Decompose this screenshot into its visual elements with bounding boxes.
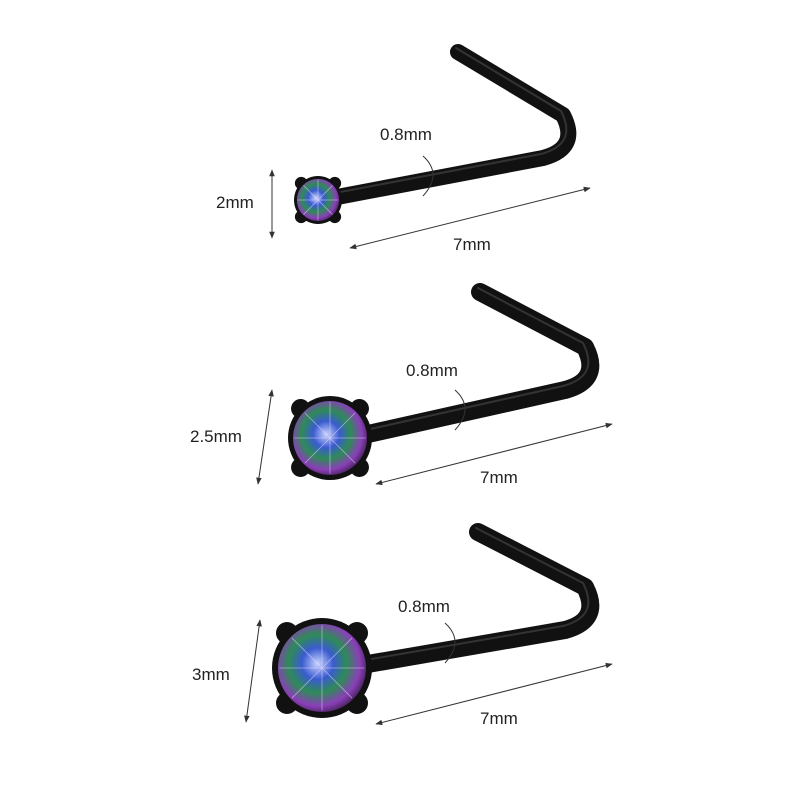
nose-stud-3: 0.8mm 3mm 7mm	[192, 523, 613, 728]
length-label: 7mm	[453, 235, 491, 254]
nose-stud-1: 0.8mm 2mm 7mm	[216, 44, 591, 254]
gauge-label: 0.8mm	[380, 125, 432, 144]
gem-facet	[321, 667, 353, 699]
gem-facet	[303, 185, 319, 201]
length-label: 7mm	[480, 468, 518, 487]
gem-facet	[291, 667, 323, 699]
gem-facet	[329, 437, 356, 464]
post-highlight	[359, 527, 590, 662]
gem-facet	[329, 412, 356, 439]
gauge-label: 0.8mm	[398, 597, 450, 616]
length-arrow	[375, 662, 613, 726]
gem-facet	[304, 437, 331, 464]
gem-facet	[291, 637, 323, 669]
gem-facet	[321, 637, 353, 669]
gauge-label: 0.8mm	[406, 361, 458, 380]
gauge-indicator	[444, 622, 456, 664]
l-shaped-post	[354, 283, 600, 444]
gem-size-arrow	[244, 619, 262, 723]
gem-size-label: 2.5mm	[190, 427, 242, 446]
post-highlight	[334, 47, 568, 194]
gem-size-label: 2mm	[216, 193, 254, 212]
l-shaped-post	[329, 44, 577, 205]
post-highlight	[360, 287, 590, 432]
gem-facet	[317, 185, 333, 201]
gem-facet	[304, 412, 331, 439]
gem-facet	[303, 199, 319, 215]
length-label: 7mm	[480, 709, 518, 728]
gem-facet	[317, 199, 333, 215]
gem-size-arrow	[256, 389, 274, 485]
gem-size-label: 3mm	[192, 665, 230, 684]
length-arrow	[349, 186, 591, 250]
length-arrow	[375, 422, 613, 486]
l-shaped-post	[353, 523, 600, 674]
nose-stud-2: 0.8mm 2.5mm 7mm	[190, 283, 613, 487]
